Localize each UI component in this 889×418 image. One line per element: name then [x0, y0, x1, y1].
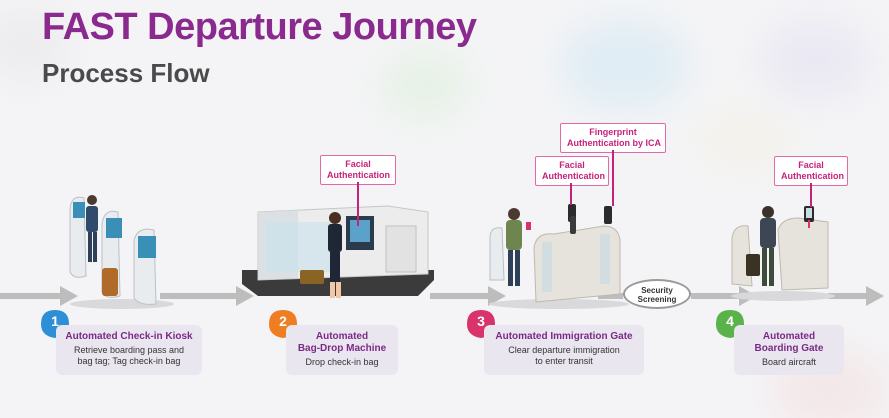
tag-facial-auth-immigration: Facial Authentication — [535, 156, 609, 186]
bg-blob — [560, 20, 690, 110]
tag-connector — [612, 150, 614, 206]
step-title: Bag-Drop Machine — [297, 343, 387, 354]
security-screening-label: Security Screening — [623, 279, 691, 309]
tag-facial-auth-boarding: Facial Authentication — [774, 156, 848, 186]
step-number: 3 — [477, 313, 485, 329]
tag-fingerprint-auth: Fingerprint Authentication by ICA — [560, 123, 666, 153]
step-number: 2 — [279, 313, 287, 329]
step-title: Automated — [315, 331, 369, 342]
step-1-box: Automated Check-in Kiosk Retrieve boardi… — [56, 325, 202, 375]
step-title: Automated — [762, 331, 816, 342]
bg-blob — [760, 20, 870, 100]
tag-connector — [357, 182, 359, 226]
bag-drop-illustration — [242, 205, 434, 298]
page-subtitle: Process Flow — [42, 58, 210, 88]
checkin-kiosk-illustration — [69, 195, 174, 309]
step-desc: Clear departure immigration — [508, 345, 620, 355]
step-number: 4 — [726, 313, 734, 329]
step-title: Boarding Gate — [754, 343, 824, 354]
step-desc: Drop check-in bag — [305, 357, 379, 367]
step-4-badge: 4 — [715, 309, 745, 339]
tag-connector — [570, 183, 572, 205]
step-number: 1 — [51, 313, 59, 329]
tag-facial-auth-bagdrop: Facial Authentication — [320, 155, 396, 185]
step-3-badge: 3 — [466, 309, 496, 339]
bg-blob — [0, 10, 70, 80]
boarding-gate-illustration — [731, 206, 835, 301]
step-3-box: Automated Immigration Gate Clear departu… — [484, 325, 644, 375]
tag-connector — [810, 183, 812, 207]
security-line2: Screening — [637, 295, 677, 304]
step-title: Automated Check-in Kiosk — [65, 331, 193, 342]
bg-blob — [380, 50, 470, 120]
step-desc: Retrieve boarding pass and — [73, 345, 185, 355]
step-desc: Board aircraft — [761, 357, 817, 367]
step-2-box: Automated Bag-Drop Machine Drop check-in… — [286, 325, 398, 375]
step-2-badge: 2 — [268, 309, 298, 339]
step-1-badge: 1 — [40, 309, 70, 339]
step-desc: to enter transit — [535, 356, 593, 366]
security-line1: Security — [641, 286, 673, 295]
page-title: FAST Departure Journey — [42, 6, 477, 48]
immigration-gate-illustration — [489, 204, 629, 309]
step-4-box: Automated Boarding Gate Board aircraft — [734, 325, 844, 375]
step-desc: bag tag; Tag check-in bag — [77, 356, 181, 366]
step-title: Automated Immigration Gate — [495, 331, 633, 342]
